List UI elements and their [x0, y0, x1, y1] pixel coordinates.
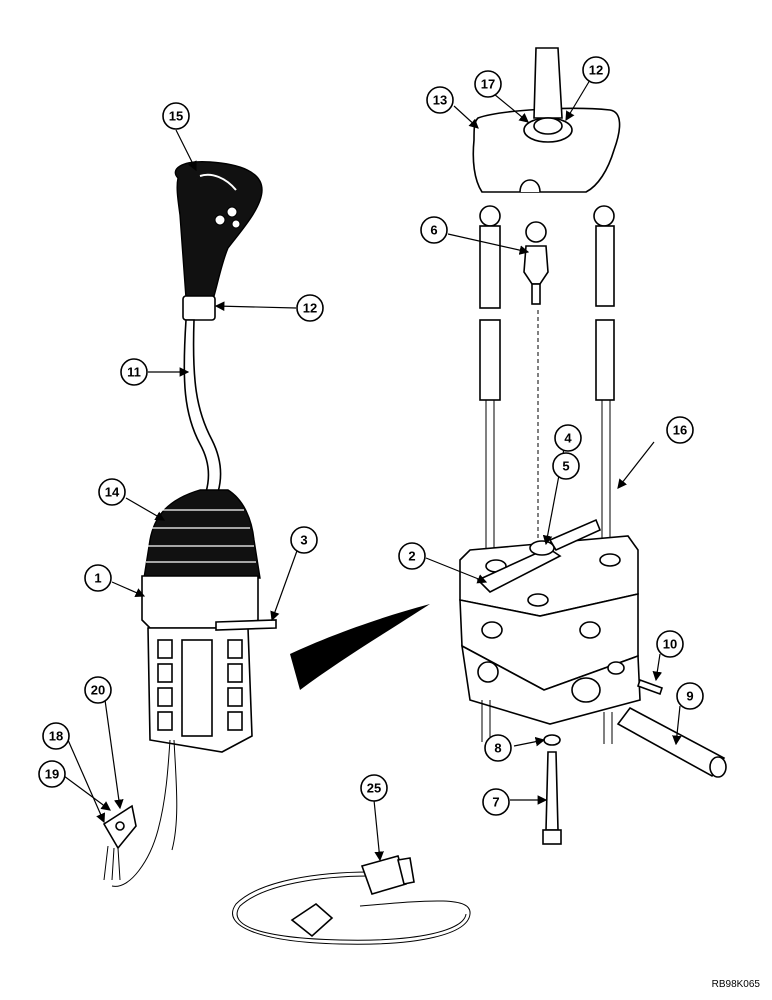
- svg-text:11: 11: [127, 365, 141, 380]
- svg-text:12: 12: [589, 63, 603, 78]
- rubber-boot: [143, 489, 261, 579]
- svg-text:15: 15: [169, 109, 183, 124]
- assembly-arrow: [290, 604, 430, 690]
- bolt: [545, 751, 559, 831]
- callout-16: 16: [666, 416, 694, 444]
- figure-reference-code: RB98K065: [711, 979, 760, 990]
- svg-text:1: 1: [94, 571, 101, 586]
- callout-5: 5: [552, 452, 580, 480]
- top-cover: [472, 107, 621, 193]
- callout-19: 19: [38, 760, 66, 788]
- handle-pin: [616, 706, 726, 778]
- svg-text:14: 14: [105, 485, 120, 500]
- svg-text:7: 7: [492, 795, 499, 810]
- svg-text:13: 13: [433, 93, 447, 108]
- leader-lines: [63, 79, 682, 862]
- svg-text:25: 25: [367, 781, 381, 796]
- svg-text:4: 4: [564, 431, 572, 446]
- svg-text:19: 19: [45, 767, 59, 782]
- handle-knob: [174, 161, 263, 299]
- wiring-harness: [232, 855, 471, 945]
- callout-11: 11: [120, 358, 148, 386]
- svg-text:3: 3: [300, 533, 307, 548]
- callout-10: 10: [656, 630, 684, 658]
- callout-2: 2: [398, 542, 426, 570]
- svg-text:10: 10: [663, 637, 677, 652]
- callout-4: 4: [554, 424, 582, 452]
- callout-15: 15: [162, 102, 190, 130]
- callout-6: 6: [420, 216, 448, 244]
- svg-text:6: 6: [430, 223, 437, 238]
- lever-pin: [215, 619, 277, 631]
- svg-text:17: 17: [481, 77, 495, 92]
- svg-text:5: 5: [562, 459, 569, 474]
- control-body: [141, 575, 259, 629]
- svg-text:12: 12: [303, 301, 317, 316]
- washer: [543, 734, 561, 746]
- joystick-assembly: [102, 161, 277, 887]
- callout-13: 13: [426, 86, 454, 114]
- handle-shaft: [183, 319, 222, 493]
- callout-20: 20: [84, 676, 112, 704]
- callout-1: 1: [84, 564, 112, 592]
- callout-3: 3: [290, 526, 318, 554]
- callout-25: 25: [360, 774, 388, 802]
- valve-assembly: [459, 47, 727, 845]
- svg-text:9: 9: [686, 689, 693, 704]
- svg-text:16: 16: [673, 423, 687, 438]
- svg-text:2: 2: [408, 549, 415, 564]
- svg-text:20: 20: [91, 683, 105, 698]
- callout-17: 17: [474, 70, 502, 98]
- handle-nut: [182, 295, 216, 321]
- callout-9: 9: [676, 682, 704, 710]
- svg-text:18: 18: [49, 729, 63, 744]
- callout-12-handle: 12: [296, 294, 324, 322]
- set-screw: [636, 678, 664, 696]
- harness-connector-b: [290, 902, 334, 938]
- callout-14: 14: [98, 478, 126, 506]
- callout-8: 8: [484, 734, 512, 762]
- callout-12-cover: 12: [582, 56, 610, 84]
- callout-7: 7: [482, 788, 510, 816]
- svg-text:8: 8: [494, 741, 501, 756]
- callout-18: 18: [42, 722, 70, 750]
